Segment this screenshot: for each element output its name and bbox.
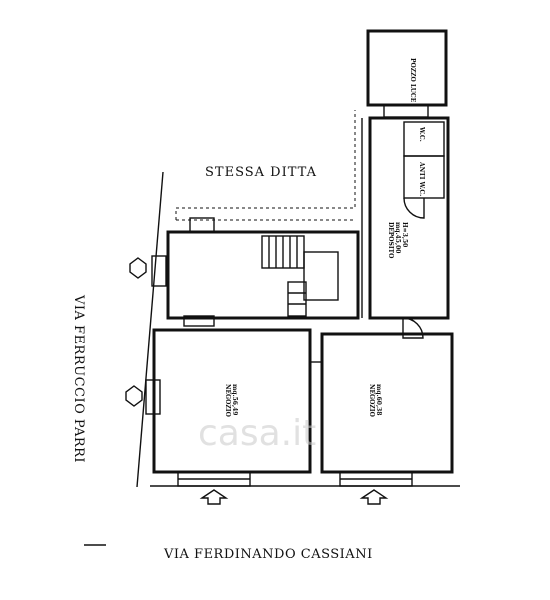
light-well-connector [383, 104, 429, 118]
label-deposito-area: mq.45,00 [394, 222, 401, 253]
label-street-bottom: VIA FERDINANDO CASSIANI [163, 547, 373, 562]
passage-mid [183, 315, 215, 327]
label-deposito-height: H=3,50 [401, 222, 408, 247]
label-negozio-left: NEGOZIO [224, 384, 231, 417]
watermark: casa.it [198, 413, 316, 454]
label-pozzo-luce: POZZO LUCE [409, 58, 416, 103]
label-deposito: DEPOSITO [387, 222, 394, 258]
room-pozzo-luce [366, 29, 448, 107]
entrance-arrow-bottom-right [359, 489, 389, 505]
label-wc: W.C. [418, 126, 425, 142]
wc-door-swing [403, 197, 425, 219]
window-top [189, 217, 215, 233]
entrance-arrow-bottom-left [199, 489, 229, 505]
entrance-arrow-left-upper [129, 257, 147, 279]
entrance-arrow-left-lower [125, 385, 143, 407]
window-left-lower [145, 379, 161, 415]
label-negozio-left-area: mq.56,49 [231, 384, 238, 415]
neighbor-boundary [175, 110, 356, 220]
room-deposito [368, 116, 450, 320]
label-anti-wc: ANTI W.C. [418, 161, 425, 196]
label-negozio-right: NEGOZIO [368, 384, 375, 417]
label-negozio-right-area: mq.60,38 [375, 384, 382, 415]
staircase [261, 235, 339, 317]
label-neighbor: STESSA DITTA [205, 165, 317, 180]
deposito-door-swing [402, 317, 424, 339]
window-left-upper [151, 255, 167, 287]
label-street-left: VIA FERRUCCIO PARRI [71, 294, 86, 463]
street-boundary-line [136, 171, 164, 488]
room-negozio-right [320, 332, 454, 474]
room-retro [166, 230, 360, 320]
